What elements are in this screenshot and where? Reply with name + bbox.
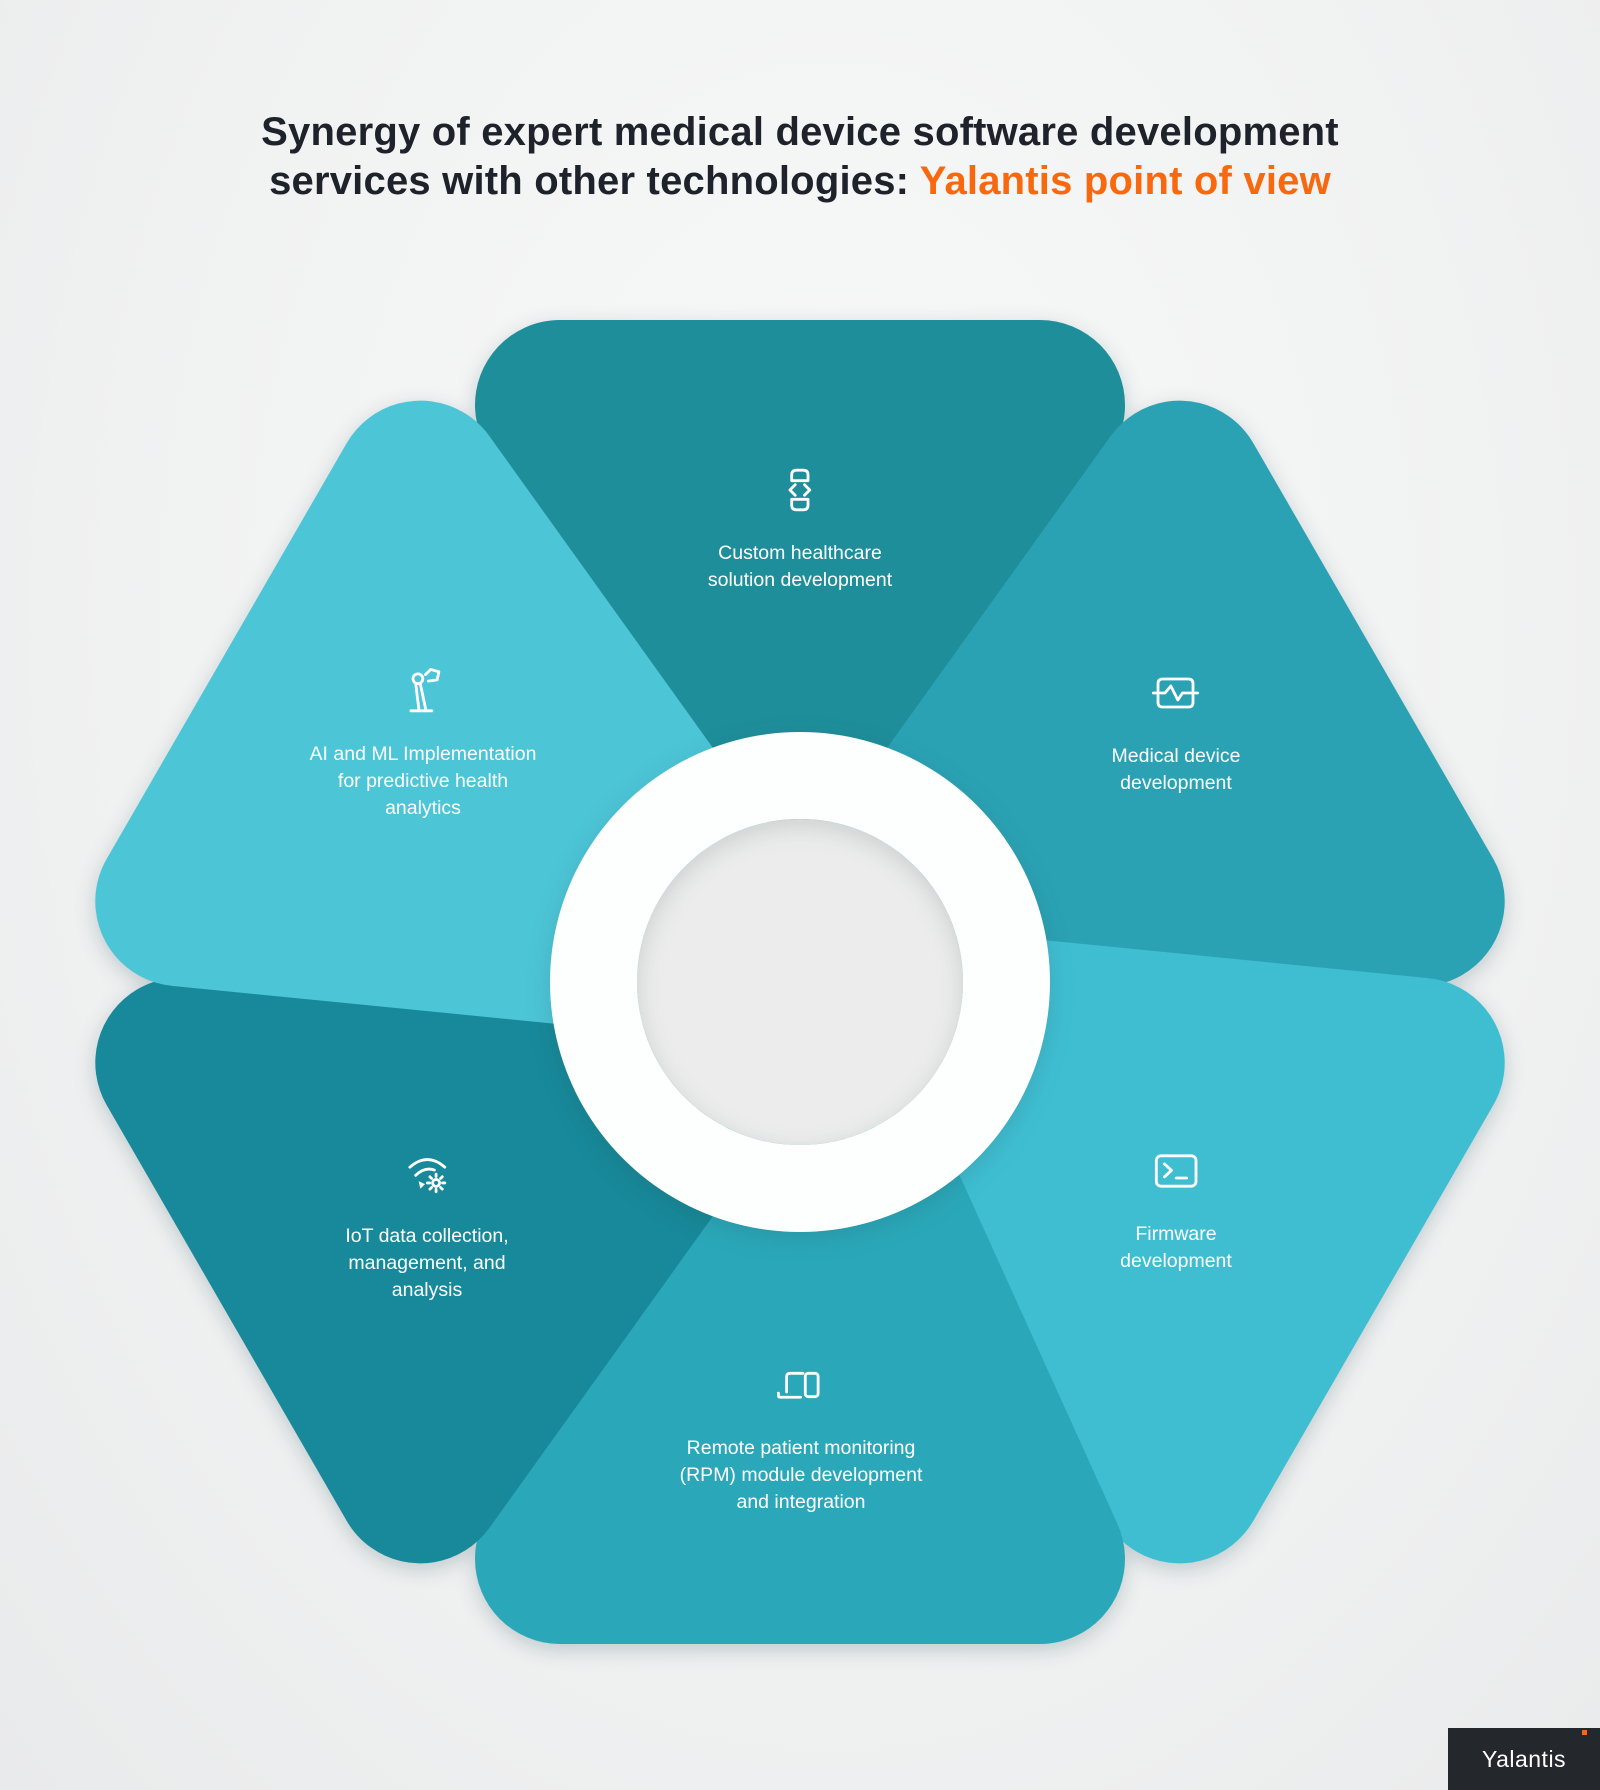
title-line-2-highlight: Yalantis point of view — [919, 159, 1331, 203]
robot-arm-icon — [395, 663, 451, 719]
petal-label-line: Firmware — [1135, 1223, 1217, 1245]
petal-content-custom-healthcare: Custom healthcare solution development — [708, 462, 892, 594]
center-core-circle — [637, 819, 963, 1145]
petal-label-line: Remote patient monitoring — [686, 1437, 916, 1459]
phone-code-icon — [772, 462, 828, 518]
petal-label: Remote patient monitoring (RPM) module d… — [680, 1435, 923, 1516]
petal-content-rpm: Remote patient monitoring (RPM) module d… — [680, 1357, 923, 1516]
petal-label-line: analytics — [385, 797, 461, 819]
petal-label-line: development — [1120, 772, 1232, 794]
petal-label: AI and ML Implementation for predictive … — [310, 741, 537, 822]
logo-i-dot — [1582, 1730, 1587, 1735]
petal-content-iot: IoT data collection, management, and ana… — [345, 1145, 509, 1304]
center-ring — [550, 732, 1051, 1233]
petal-content-ai-ml: AI and ML Implementation for predictive … — [310, 663, 537, 822]
petal-label-line: solution development — [707, 569, 893, 591]
petal-label: Firmware development — [1120, 1221, 1232, 1275]
yalantis-logo: Yalantis — [1448, 1728, 1600, 1790]
petal-label-line: (RPM) module development — [679, 1464, 923, 1486]
petal-bottom — [475, 944, 1125, 1644]
title-line-2: services with other technologies: Yalant… — [0, 157, 1600, 206]
laptop-phone-icon — [773, 1357, 829, 1413]
petal-label-line: for predictive health — [337, 770, 509, 792]
wifi-gear-icon — [399, 1145, 455, 1201]
petal-content-firmware: Firmware development — [1120, 1143, 1232, 1275]
petal-label-line: IoT data collection, — [345, 1225, 509, 1247]
petal-content-medical-device: Medical device development — [1112, 665, 1241, 797]
petal-label-line: AI and ML Implementation — [309, 743, 537, 765]
yalantis-logo-text: Yalantis — [1481, 1745, 1567, 1772]
petal-label: Custom healthcare solution development — [708, 540, 892, 594]
petal-label-line: analysis — [391, 1279, 463, 1301]
petal-label-line: Medical device — [1111, 745, 1241, 767]
page-title: Synergy of expert medical device softwar… — [0, 108, 1600, 206]
petal-label: IoT data collection, management, and ana… — [345, 1223, 508, 1304]
petal-label: Medical device development — [1112, 743, 1241, 797]
petal-label-line: development — [1120, 1250, 1232, 1272]
title-line-2-prefix: services with other technologies: — [269, 159, 920, 203]
petal-label-line: management, and — [348, 1252, 506, 1274]
pulse-monitor-icon — [1148, 665, 1204, 721]
title-line-1: Synergy of expert medical device softwar… — [261, 110, 1339, 154]
petal-shapes — [95, 320, 1505, 1644]
petal-top — [475, 320, 1125, 1020]
petal-label-line: Custom healthcare — [718, 542, 882, 564]
terminal-icon — [1148, 1143, 1204, 1199]
petal-label-line: and integration — [736, 1491, 866, 1513]
